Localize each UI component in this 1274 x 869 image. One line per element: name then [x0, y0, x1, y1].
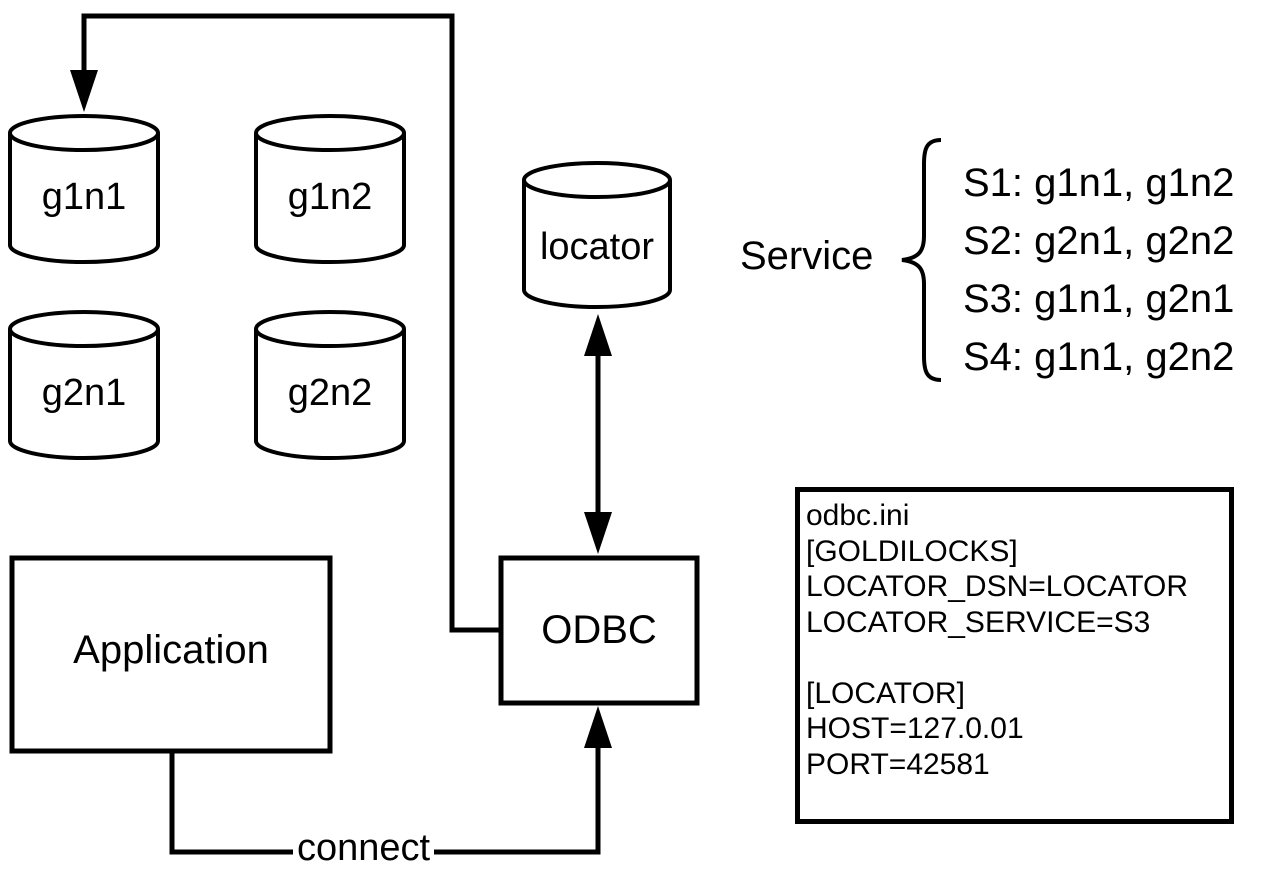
config-line: LOCATOR_SERVICE=S3 [806, 605, 1151, 639]
route-odbc-to-g1n1-line [81, 13, 501, 633]
arrowhead-to-g1n1 [70, 70, 98, 112]
cylinder-g1n1 [8, 114, 160, 264]
config-line: odbc.ini [806, 499, 910, 532]
service-item-s1: S1: g1n1, g1n2 [963, 161, 1235, 205]
arrowhead-to-locator [584, 314, 612, 356]
service-list: S1: g1n1, g1n2 S2: g2n1, g2n2 S3: g1n1, … [963, 154, 1234, 386]
config-line: [LOCATOR] [806, 676, 965, 710]
service-item-s4: S4: g1n1, g2n2 [963, 335, 1235, 379]
config-line [806, 640, 1188, 676]
config-line: PORT=42581 [806, 747, 990, 781]
arrowhead-to-odbc-bottom [584, 706, 612, 748]
odbc-box [498, 555, 700, 706]
arrowhead-to-odbc-top [584, 512, 612, 554]
cylinder-locator [522, 161, 672, 309]
connect-label: connect [293, 829, 435, 867]
service-brace [901, 138, 942, 382]
application-box [9, 555, 333, 754]
service-item-s3: S3: g1n1, g2n1 [963, 277, 1235, 321]
service-item-s2: S2: g2n1, g2n2 [963, 219, 1235, 263]
config-line: HOST=127.0.01 [806, 712, 1024, 745]
application-label: Application [73, 628, 269, 672]
odbc-ini-box [795, 487, 1234, 824]
config-line: LOCATOR_DSN=LOCATOR [806, 570, 1189, 603]
cylinder-g2n1 [8, 310, 160, 460]
cylinder-g1n2 [254, 114, 406, 264]
cylinder-g2n2 [254, 310, 406, 460]
node-label-g2n1: g2n1 [41, 372, 127, 414]
odbc-ini-text: odbc.ini [GOLDILOCKS] LOCATOR_DSN=LOCATO… [806, 498, 1188, 782]
odbc-label: ODBC [541, 608, 657, 652]
service-label: Service [740, 234, 874, 278]
node-label-g2n2: g2n2 [287, 372, 373, 414]
config-line: [GOLDILOCKS] [806, 534, 1018, 568]
node-label-g1n2: g1n2 [287, 176, 373, 218]
node-label-locator: locator [539, 226, 655, 268]
node-label-g1n1: g1n1 [41, 176, 127, 218]
